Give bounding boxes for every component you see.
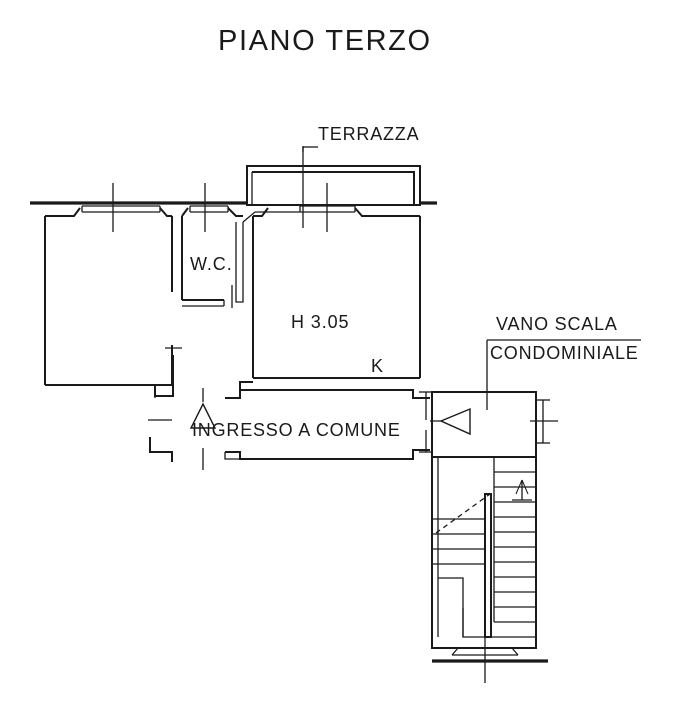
wc-door-reveal [242, 211, 300, 223]
window-left-room [81, 183, 161, 232]
page-title: PIANO TERZO [218, 25, 432, 57]
stair-break-line [435, 493, 491, 534]
stairwell-label-line1: VANO SCALA [496, 314, 618, 334]
ceiling-height-label: H 3.05 [291, 312, 349, 332]
stairwell-leader-line [486, 339, 641, 410]
stair-central-wall [484, 493, 492, 638]
stairwell-door [419, 391, 471, 453]
terrazza-label: TERRAZZA [318, 124, 419, 144]
terrazza-outline [246, 165, 421, 206]
left-door-jambs [148, 347, 204, 470]
stair-treads-left [432, 518, 486, 578]
wc-label: W.C. [190, 254, 233, 274]
main-room-walls [252, 207, 421, 379]
stair-treads-right [493, 456, 536, 623]
entrance-label: INGRESSO A COMUNE [192, 420, 401, 440]
kitchen-label: K [371, 356, 384, 376]
window-main-room [299, 183, 356, 232]
window-wc [189, 183, 229, 232]
stairwell-label-line2: CONDOMINIALE [490, 343, 639, 363]
stairwell-right-window [530, 399, 558, 444]
entrance-triangle-marker [189, 388, 217, 429]
terrazza-leader-line [302, 146, 318, 228]
left-room-walls [44, 207, 173, 386]
stairwell-inner-outline [432, 456, 536, 638]
wc-room-walls [181, 207, 244, 308]
entrance-corridor-walls [224, 381, 430, 460]
stair-up-arrow [512, 479, 532, 501]
stairwell-bottom-window [432, 636, 548, 683]
